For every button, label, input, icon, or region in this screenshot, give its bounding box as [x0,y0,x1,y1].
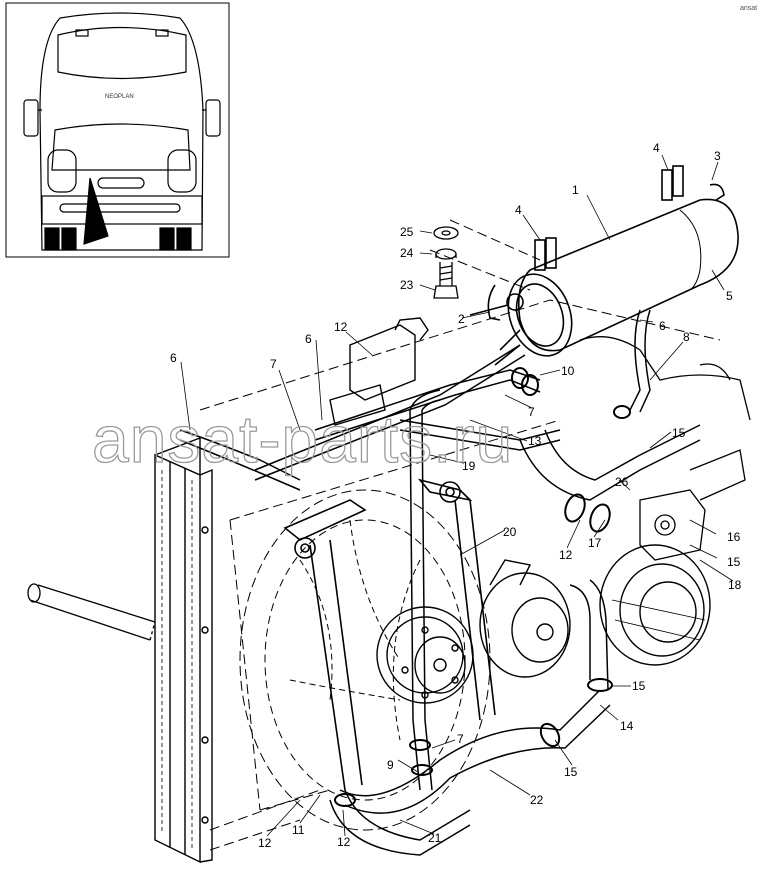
watermark: ansat-parts.ru [92,402,513,476]
callout-12b: 12 [559,548,573,562]
callout-6c: 6 [659,319,666,333]
callout-6b: 6 [305,332,312,346]
exhaust-pipe [27,583,156,641]
callout-2: 2 [458,312,465,326]
callout-15b: 15 [727,555,741,569]
heater-tank [469,165,739,366]
callout-23: 23 [400,278,414,292]
callout-19: 19 [462,459,476,473]
callout-17: 17 [588,536,602,550]
callout-5: 5 [726,289,733,303]
callout-20: 20 [503,525,517,539]
inset-brand-text: NEOPLAN [105,94,134,100]
callout-labels: 1 2 3 4 4 5 6 6 6 7 7 7 8 9 10 11 12 12 … [170,141,742,850]
callout-6a: 6 [170,351,177,365]
leader-lines [180,154,734,837]
callout-7b: 7 [528,405,535,419]
callout-9: 9 [387,758,394,772]
callout-11: 11 [292,823,305,837]
callout-21: 21 [428,831,442,845]
callout-4a: 4 [653,141,660,155]
callout-22: 22 [530,793,544,807]
callout-12a: 12 [334,320,348,334]
callout-26: 26 [615,475,629,489]
bolt-stack [433,226,459,299]
callout-7a: 7 [270,357,277,371]
frame-outline [199,219,721,851]
radiator [154,436,213,864]
callout-15c: 15 [632,679,646,693]
alternator-pulley [479,559,571,678]
callout-4b: 4 [515,203,522,217]
callout-12d: 12 [337,835,351,849]
crank-pulley [599,544,711,666]
hose-clamps [334,367,631,807]
callout-15a: 15 [672,426,686,440]
corner-mark: ansat [740,5,757,12]
callout-24: 24 [400,246,414,260]
callout-12c: 12 [258,836,272,850]
callout-25: 25 [400,225,414,239]
callout-14: 14 [620,719,634,733]
callout-10: 10 [561,364,575,378]
callout-15d: 15 [564,765,578,779]
bus-rear-inset [5,2,230,258]
valve-block [329,317,429,426]
callout-18: 18 [728,578,742,592]
callout-13: 13 [528,434,542,448]
callout-16: 16 [727,530,741,544]
callout-3: 3 [714,149,721,163]
callout-1: 1 [572,183,579,197]
callout-8: 8 [683,330,690,344]
callout-7c: 7 [457,732,464,746]
